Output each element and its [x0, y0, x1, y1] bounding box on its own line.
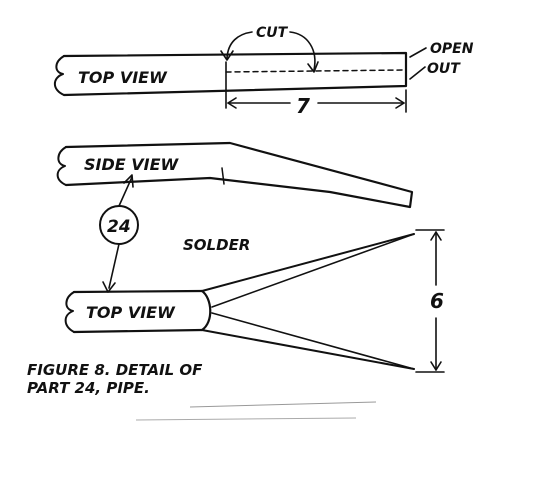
caption-line-2: PART 24, PIPE.: [27, 379, 150, 397]
top-view-label-lower: TOP VIEW: [86, 303, 176, 322]
dimension-7: [227, 89, 407, 113]
cut-leader-right: [289, 31, 316, 71]
out-label: OUT: [427, 61, 461, 77]
open-out-leader-bottom: [409, 66, 426, 80]
pipe-break-end-side: [56, 146, 67, 186]
open-out-leader-top: [409, 47, 427, 58]
balloon-leader-down: [108, 243, 120, 289]
fan-outer-bottom: [201, 329, 415, 370]
balloon-leader-up: [118, 176, 133, 207]
cut-line: [225, 69, 405, 73]
dimension-6: [415, 229, 445, 373]
cut-leader-left: [226, 31, 253, 59]
side-view-pipe: [56, 141, 414, 209]
cut-arrowhead-left: [220, 50, 234, 61]
open-label: OPEN: [430, 41, 474, 57]
side-view-label: SIDE VIEW: [84, 155, 180, 174]
balloon-arrowhead-up: [123, 174, 134, 188]
part-24-label: 24: [107, 217, 131, 237]
scan-artifact-line-1: [189, 401, 377, 408]
pipe-break-end-upper: [53, 55, 65, 96]
bend-tick: [221, 167, 225, 185]
cut-arrowhead-right: [307, 61, 319, 73]
top-view-pipe-upper: [53, 51, 408, 109]
pipe-end-cap: [200, 289, 212, 332]
caption-line-1: FIGURE 8. DETAIL OF: [27, 361, 203, 379]
top-view-pipe-lower: [64, 233, 415, 370]
solder-label: SOLDER: [183, 236, 250, 254]
fan-inner-top: [211, 233, 415, 308]
fan-inner-bottom: [211, 312, 415, 370]
pipe-break-end-lower: [64, 291, 75, 333]
top-view-label-upper: TOP VIEW: [78, 68, 168, 87]
dimension-7-label: 7: [296, 94, 310, 118]
scan-artifact-line-2: [135, 417, 357, 421]
dimension-6-label: 6: [430, 289, 444, 313]
cut-label: CUT: [256, 25, 289, 41]
fan-outer-top: [201, 233, 415, 292]
